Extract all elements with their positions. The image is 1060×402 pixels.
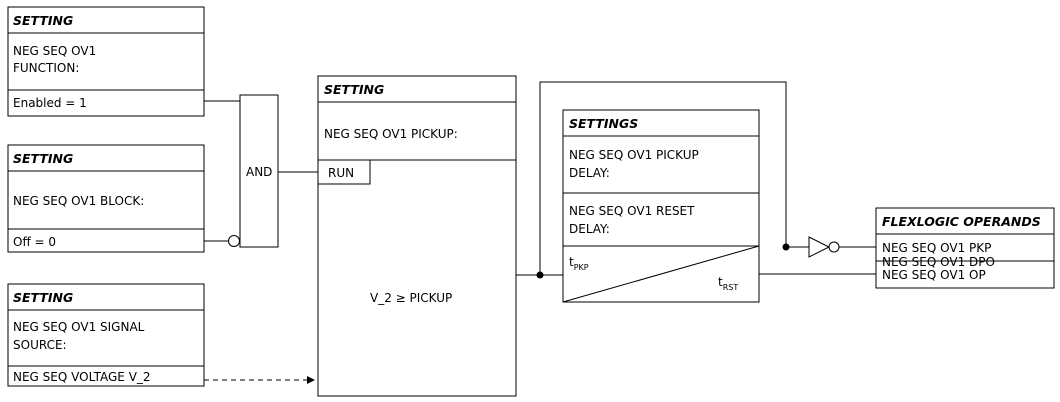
setting-block-header: SETTING <box>13 151 73 166</box>
inverter-bubble-and-input <box>228 235 240 247</box>
setting-source-value: NEG SEQ VOLTAGE V_2 <box>13 370 151 384</box>
setting-source-box: SETTING NEG SEQ OV1 SIGNAL SOURCE: NEG S… <box>7 283 205 387</box>
setting-function-value: Enabled = 1 <box>13 96 87 110</box>
setting-block-box: SETTING NEG SEQ OV1 BLOCK: Off = 0 <box>7 144 205 253</box>
setting-pickup-condition: V_2 ≥ PICKUP <box>370 291 452 305</box>
flexlogic-operand-pkp: NEG SEQ OV1 PKP <box>882 241 991 255</box>
and-gate-label: AND <box>246 165 272 179</box>
settings-timer-box: SETTINGS NEG SEQ OV1 PICKUP DELAY: NEG S… <box>562 109 760 303</box>
timer-reset-delay-line2: DELAY: <box>569 222 610 236</box>
run-input-box <box>317 159 371 185</box>
setting-pickup-header: SETTING <box>324 82 384 97</box>
setting-function-header: SETTING <box>13 13 73 28</box>
setting-source-name-line1: NEG SEQ OV1 SIGNAL <box>13 320 145 334</box>
timer-diagonal <box>562 245 760 303</box>
inverter-triangle <box>808 236 831 258</box>
setting-block-value: Off = 0 <box>13 235 56 249</box>
flexlogic-row-pkp <box>875 233 1055 262</box>
setting-pickup-box: SETTING NEG SEQ OV1 PICKUP: RUN V_2 ≥ PI… <box>317 75 517 397</box>
setting-source-name-line2: SOURCE: <box>13 338 67 352</box>
timer-trst: tRST <box>718 275 738 292</box>
timer-reset-delay-line1: NEG SEQ OV1 RESET <box>569 204 695 218</box>
flexlogic-operand-dpo: NEG SEQ OV1 DPO <box>882 255 995 269</box>
flexlogic-operand-op: NEG SEQ OV1 OP <box>882 268 986 282</box>
flexlogic-header: FLEXLOGIC OPERANDS <box>882 214 1041 229</box>
setting-source-header: SETTING <box>13 290 73 305</box>
timer-tpkp: tPKP <box>569 255 589 272</box>
setting-function-box: SETTING NEG SEQ OV1 FUNCTION: Enabled = … <box>7 6 205 117</box>
wire-pickup-loop-to-operands <box>539 81 787 275</box>
timer-pickup-delay-line1: NEG SEQ OV1 PICKUP <box>569 148 699 162</box>
setting-function-name-line2: FUNCTION: <box>13 61 79 75</box>
setting-block-name: NEG SEQ OV1 BLOCK: <box>13 194 144 208</box>
setting-pickup-name: NEG SEQ OV1 PICKUP: <box>324 127 458 141</box>
setting-function-name-line1: NEG SEQ OV1 <box>13 44 96 58</box>
and-gate: AND <box>239 94 279 248</box>
setting-pickup-run: RUN <box>328 166 354 180</box>
timer-pickup-delay-line2: DELAY: <box>569 166 610 180</box>
settings-timer-header: SETTINGS <box>569 116 638 131</box>
